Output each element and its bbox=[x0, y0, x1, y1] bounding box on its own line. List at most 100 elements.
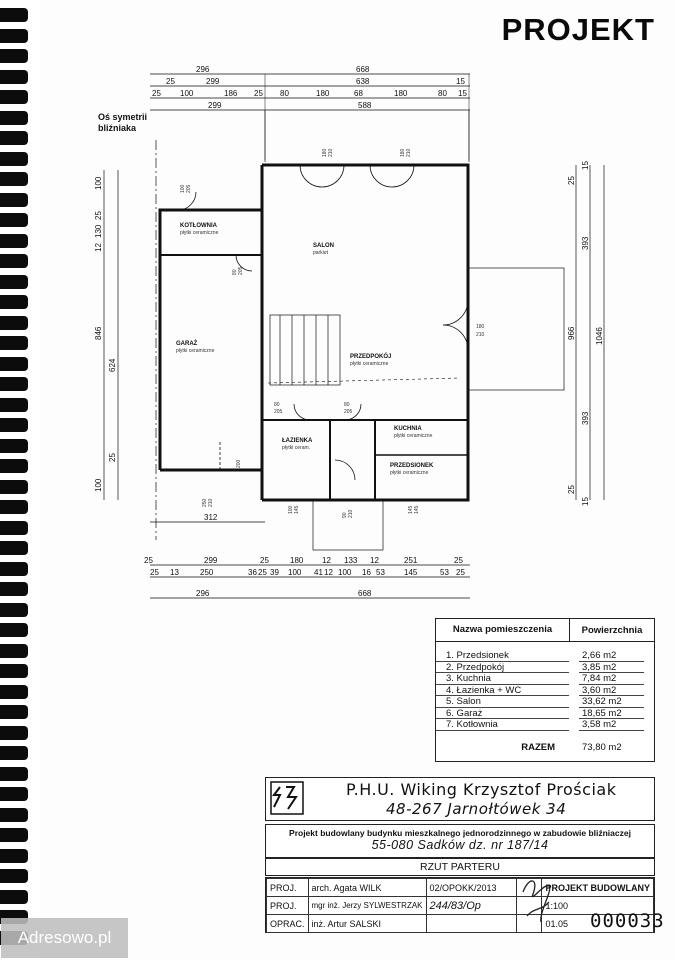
dim-bot2-25a: 25 bbox=[150, 568, 159, 577]
dim-left-12: 12 bbox=[94, 243, 103, 252]
opening-entrance-w: 90 bbox=[342, 512, 348, 518]
binder-ring bbox=[0, 172, 28, 186]
dim-top-299b: 299 bbox=[208, 101, 222, 110]
dim-bot-12b: 12 bbox=[370, 556, 379, 565]
area-row-name: 1. Przedsionek bbox=[436, 650, 569, 662]
opening-salon-1-w: 180 bbox=[322, 148, 328, 157]
areas-total-value: 73,80 m2 bbox=[582, 741, 622, 753]
binder-ring bbox=[0, 602, 28, 617]
binder-ring bbox=[0, 541, 28, 555]
binder-ring bbox=[0, 582, 28, 596]
area-row-value: 2,66 m2 bbox=[579, 650, 644, 662]
signature-icon bbox=[522, 880, 551, 923]
room-garaz-finish: płytki ceramiczne bbox=[176, 348, 215, 354]
opening-salon-2-h: 210 bbox=[406, 148, 412, 157]
opening-boiler-h: 205 bbox=[186, 184, 192, 193]
dim-bot2-36: 36 bbox=[248, 568, 257, 577]
dim-right-15b: 15 bbox=[581, 497, 590, 506]
dim-left-130: 130 bbox=[94, 224, 103, 238]
dim-right-393b: 393 bbox=[581, 411, 590, 425]
binder-ring bbox=[0, 397, 28, 412]
dim-bot2-16: 16 bbox=[362, 568, 371, 577]
dim-top-296: 296 bbox=[196, 65, 210, 74]
binder-ring bbox=[0, 49, 28, 63]
opening-salon-1-h: 210 bbox=[328, 148, 334, 157]
binder-ring bbox=[0, 377, 28, 391]
project-line1: Projekt budowlany budynku mieszkalnego j… bbox=[289, 828, 631, 838]
stamp-type-3: 01.05 bbox=[541, 914, 654, 933]
stamp-person-3: inż. Artur SALSKI bbox=[307, 914, 427, 933]
dim-garage-312: 312 bbox=[204, 513, 218, 522]
dim-bot-25b: 25 bbox=[260, 556, 269, 565]
binder-ring bbox=[0, 110, 28, 125]
dim-right-1046: 1046 bbox=[595, 327, 604, 345]
dim-top-638: 638 bbox=[356, 77, 370, 86]
dim-top-25a: 25 bbox=[166, 77, 175, 86]
opening-win-hall-h: 145 bbox=[414, 505, 420, 514]
stamp-person-2: mgr inż. Jerzy SYLWESTRZAK bbox=[307, 896, 427, 915]
room-kuchnia-finish: płytki ceramiczne bbox=[394, 433, 433, 439]
sheet-title: RZUT PARTERU bbox=[265, 858, 655, 876]
dim-bot-299: 299 bbox=[204, 556, 218, 565]
binder-ring bbox=[0, 561, 28, 576]
dim-bot2-250: 250 bbox=[200, 568, 214, 577]
dim-left-100b: 100 bbox=[94, 478, 103, 492]
binder-ring bbox=[0, 336, 28, 350]
dim-top-15a: 15 bbox=[456, 77, 465, 86]
dim-top-186: 186 bbox=[224, 89, 238, 98]
binder-ring bbox=[0, 254, 28, 268]
binder-ring bbox=[0, 438, 28, 453]
binder-ring bbox=[0, 356, 28, 371]
dim-left-25a: 25 bbox=[94, 211, 103, 220]
binder-ring bbox=[0, 213, 28, 227]
binder-ring bbox=[0, 725, 28, 740]
area-row: 1. Przedsionek 2,66 m2 bbox=[436, 650, 654, 662]
watermark: Adresowo.pl bbox=[1, 918, 128, 958]
dim-top-668: 668 bbox=[356, 65, 370, 74]
dim-right-25a: 25 bbox=[567, 176, 576, 185]
binder-ring bbox=[0, 131, 28, 145]
binder-ring bbox=[0, 28, 28, 43]
opening-garage-gate-w: 250 bbox=[202, 498, 208, 507]
opening-win-bath-w: 100 bbox=[288, 505, 294, 514]
dim-top-80a: 80 bbox=[280, 89, 289, 98]
room-garaz-label: GARAŻ bbox=[176, 340, 198, 347]
dim-top-68: 68 bbox=[354, 89, 363, 98]
binder-ring bbox=[0, 295, 28, 309]
document-number: 000033 bbox=[590, 910, 665, 932]
dim-left-846: 846 bbox=[94, 326, 103, 340]
dim-bot-251: 251 bbox=[404, 556, 418, 565]
opening-garage-gate-h: 210 bbox=[208, 498, 214, 507]
area-row-value: 3,85 m2 bbox=[579, 662, 644, 673]
stamp-role-1: PROJ. bbox=[266, 878, 309, 897]
dim-top-100: 100 bbox=[180, 89, 194, 98]
room-kotlownia-label: KOTŁOWNIA bbox=[180, 223, 218, 229]
stamp-role-3: OPRAC. bbox=[266, 914, 309, 933]
stamp-code-3 bbox=[425, 914, 517, 933]
area-row-name: 5. Salon bbox=[436, 696, 569, 708]
dim-top-180a: 180 bbox=[316, 89, 330, 98]
dim-bot3-296: 296 bbox=[196, 589, 210, 598]
area-row-value: 3,58 m2 bbox=[579, 719, 644, 731]
dim-bot-25c: 25 bbox=[454, 556, 463, 565]
dim-bot2-25b: 25 bbox=[456, 568, 465, 577]
opening-boiler-inner-w: 80 bbox=[232, 269, 238, 275]
stamp-code-2: 244/83/Op bbox=[425, 896, 517, 915]
binder-ring bbox=[0, 623, 28, 637]
binder-ring bbox=[0, 69, 28, 84]
binder-spiral bbox=[0, 0, 34, 960]
binder-ring bbox=[0, 192, 28, 207]
stamp-person-1: arch. Agata WILK bbox=[307, 878, 427, 897]
project-description: Projekt budowlany budynku mieszkalnego j… bbox=[265, 824, 655, 858]
dim-bot3-668: 668 bbox=[358, 589, 372, 598]
opening-win-bath-h: 145 bbox=[294, 505, 300, 514]
dim-top-25b: 25 bbox=[152, 89, 161, 98]
areas-header: Nazwa pomieszczenia Powierzchnia bbox=[436, 619, 654, 642]
company-logo-icon bbox=[270, 781, 304, 815]
areas-total-label: RAZEM bbox=[521, 741, 555, 753]
dim-bot2-39: 39 bbox=[270, 568, 279, 577]
